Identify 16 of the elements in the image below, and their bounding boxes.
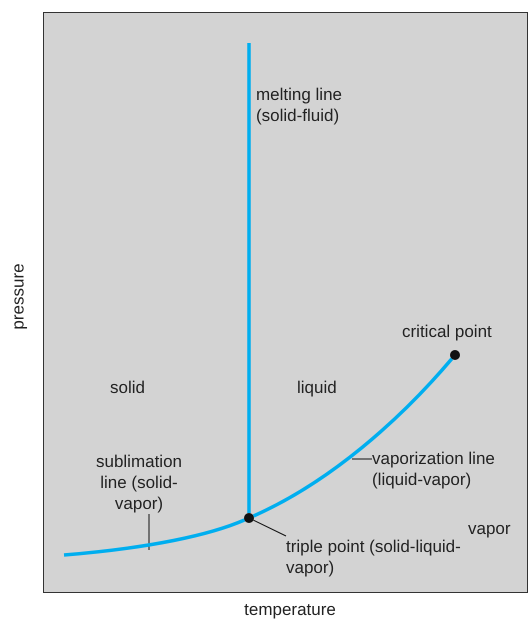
melting-line: [247, 43, 251, 513]
leader-line: [148, 514, 150, 550]
region-label: solid: [110, 377, 145, 398]
leader-line: [352, 458, 372, 460]
line-label: melting line (solid-fluid): [256, 84, 343, 126]
region-label: liquid: [297, 377, 337, 398]
point-label: critical point: [402, 321, 492, 342]
axis-label: temperature: [243, 599, 337, 620]
annotation-text: sublimation line (solid-vapor): [95, 451, 183, 514]
leader-line: [253, 520, 286, 536]
annotation-text: triple point (solid-liquid-vapor): [286, 536, 462, 578]
axis-label: pressure: [8, 262, 28, 332]
sublimation-curve: [64, 518, 246, 557]
annotation-text: vaporization line (liquid-vapor): [372, 448, 496, 490]
vaporization-curve: [252, 358, 454, 518]
region-label: vapor: [468, 518, 511, 539]
